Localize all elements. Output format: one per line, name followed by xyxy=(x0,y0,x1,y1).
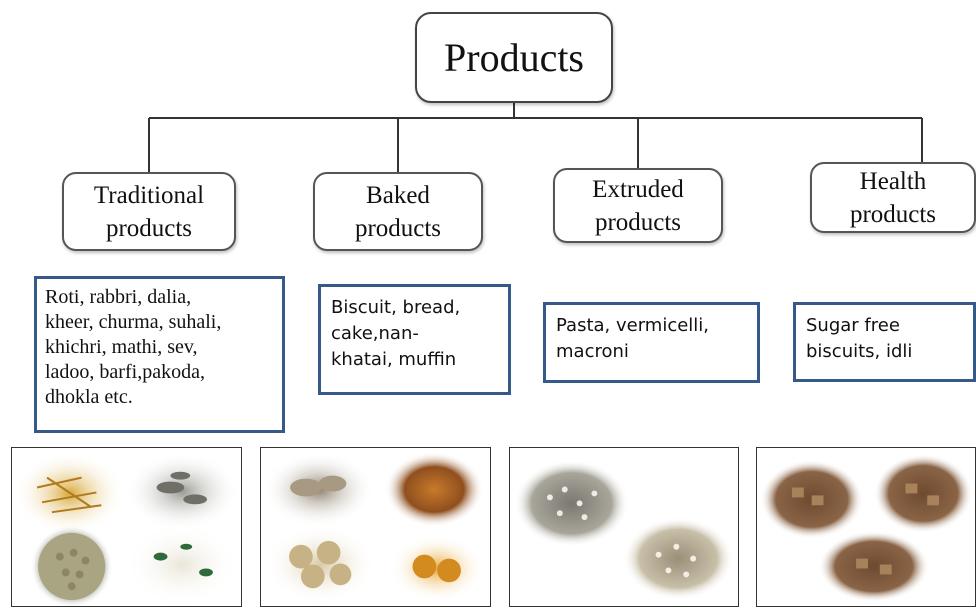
description-health-products: Sugar free biscuits, idli xyxy=(793,302,976,382)
category-traditional-products: Traditional products xyxy=(62,172,236,251)
category-health-products: Health products xyxy=(810,162,976,233)
baked-foods-photo xyxy=(260,447,491,607)
root-node-products: Products xyxy=(415,12,613,103)
health-foods-photo xyxy=(756,447,976,607)
description-extruded-products: Pasta, vermicelli, macroni xyxy=(543,302,760,383)
category-baked-products: Baked products xyxy=(313,172,483,251)
category-extruded-products: Extruded products xyxy=(553,168,723,243)
traditional-foods-photo xyxy=(11,447,242,607)
description-baked-products: Biscuit, bread, cake,nan- khatai, muffin xyxy=(318,284,511,395)
description-traditional-products: Roti, rabbri, dalia, kheer, churma, suha… xyxy=(34,276,285,433)
extruded-foods-photo xyxy=(509,447,739,607)
